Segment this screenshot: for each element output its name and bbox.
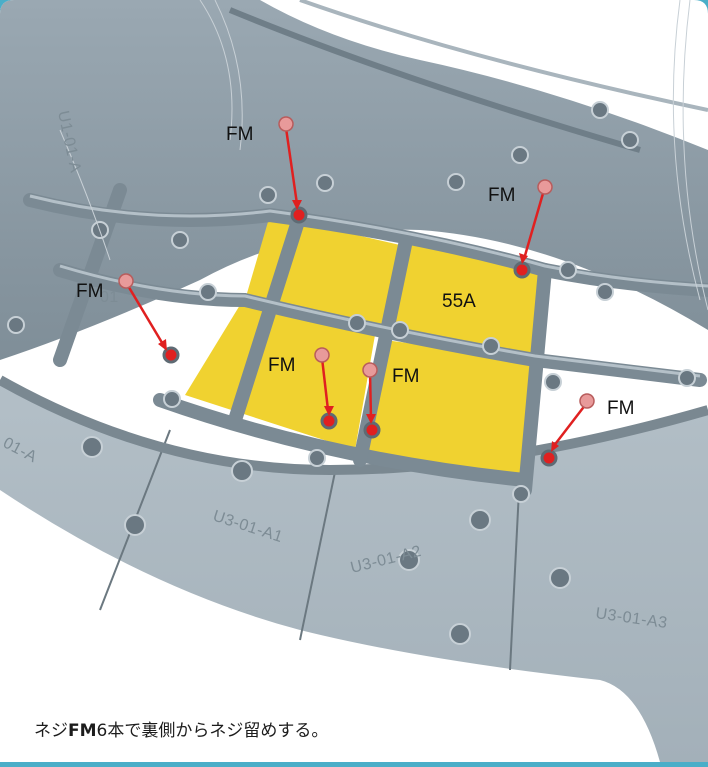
yellow-panel-upper-right — [390, 245, 545, 355]
callout-fm-center-right: FM — [392, 366, 419, 387]
screw-bosses — [7, 101, 696, 645]
instruction-caption: ネジFM6本で裏側からネジ留めする。 — [34, 716, 328, 741]
part-label-55a: 55A — [442, 291, 476, 312]
callout-fm-right: FM — [607, 398, 634, 419]
caption-after: 6本で裏側からネジ留めする。 — [96, 721, 329, 741]
callout-fm-top-right: FM — [488, 185, 515, 206]
yellow-panel-lower-right — [360, 340, 535, 480]
screw-icon — [118, 116, 595, 409]
callout-fm-left: FM — [76, 281, 103, 302]
part-label-left-tag: 01 — [100, 289, 119, 306]
callout-fm-top-left: FM — [226, 124, 253, 145]
callout-fm-center-left: FM — [268, 355, 295, 376]
caption-bold-part: FM — [68, 721, 97, 741]
screw-holes — [162, 206, 558, 467]
caption-before: ネジ — [34, 721, 68, 741]
screw-arrows — [118, 116, 595, 452]
upper-ring — [0, 0, 708, 360]
